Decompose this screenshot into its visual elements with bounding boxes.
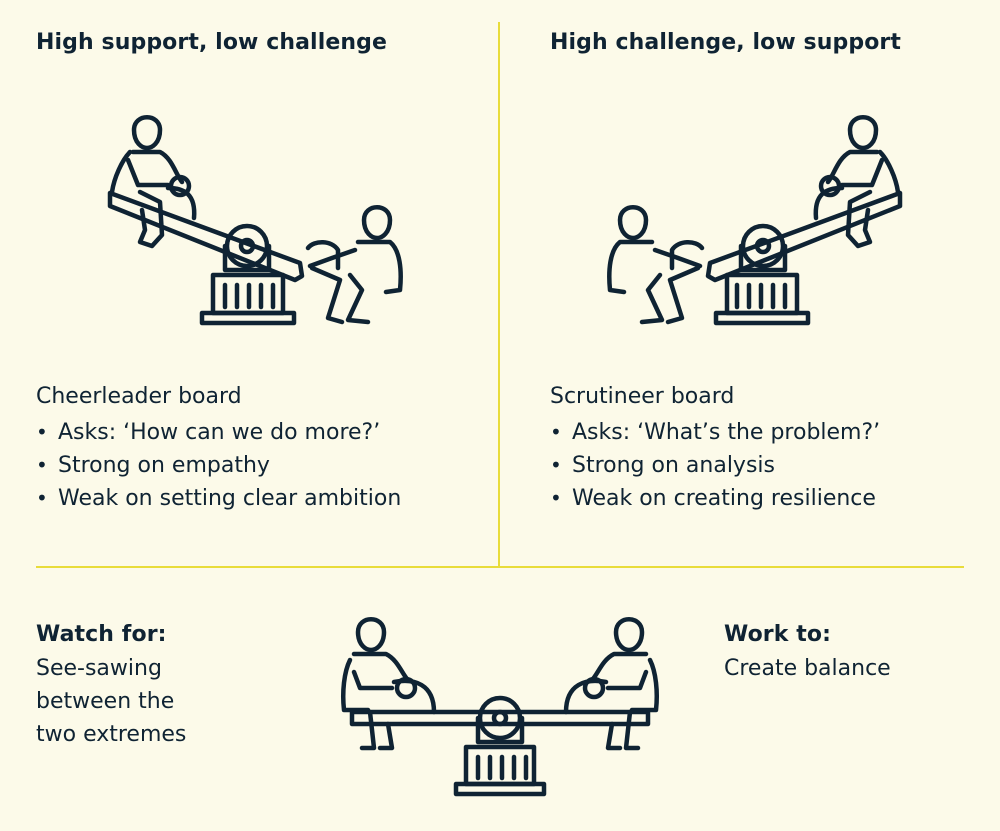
seesaw-tilted-left-down-icon <box>100 100 420 340</box>
vertical-divider <box>498 22 500 568</box>
work-to-heading: Work to: <box>724 622 831 647</box>
cheerleader-board-title: Cheerleader board <box>36 384 242 409</box>
bullet-item: Strong on empathy <box>36 449 401 482</box>
top-left-heading: High support, low challenge <box>36 30 387 55</box>
bullet-item: Weak on setting clear ambition <box>36 482 401 515</box>
horizontal-divider <box>36 566 964 568</box>
seesaw-balanced-icon <box>330 612 670 802</box>
bullet-item: Asks: ‘How can we do more?’ <box>36 416 401 449</box>
cheerleader-bullets: Asks: ‘How can we do more?’ Strong on em… <box>36 416 401 515</box>
scrutineer-board-title: Scrutineer board <box>550 384 734 409</box>
seesaw-tilted-right-down-icon <box>590 100 910 340</box>
bullet-item: Strong on analysis <box>550 449 880 482</box>
top-right-heading: High challenge, low support <box>550 30 901 55</box>
work-to-text: Create balance <box>724 652 891 685</box>
bullet-item: Asks: ‘What’s the problem?’ <box>550 416 880 449</box>
bullet-item: Weak on creating resilience <box>550 482 880 515</box>
watch-for-text: See-sawing between the two extremes <box>36 652 186 751</box>
watch-for-heading: Watch for: <box>36 622 167 647</box>
scrutineer-bullets: Asks: ‘What’s the problem?’ Strong on an… <box>550 416 880 515</box>
